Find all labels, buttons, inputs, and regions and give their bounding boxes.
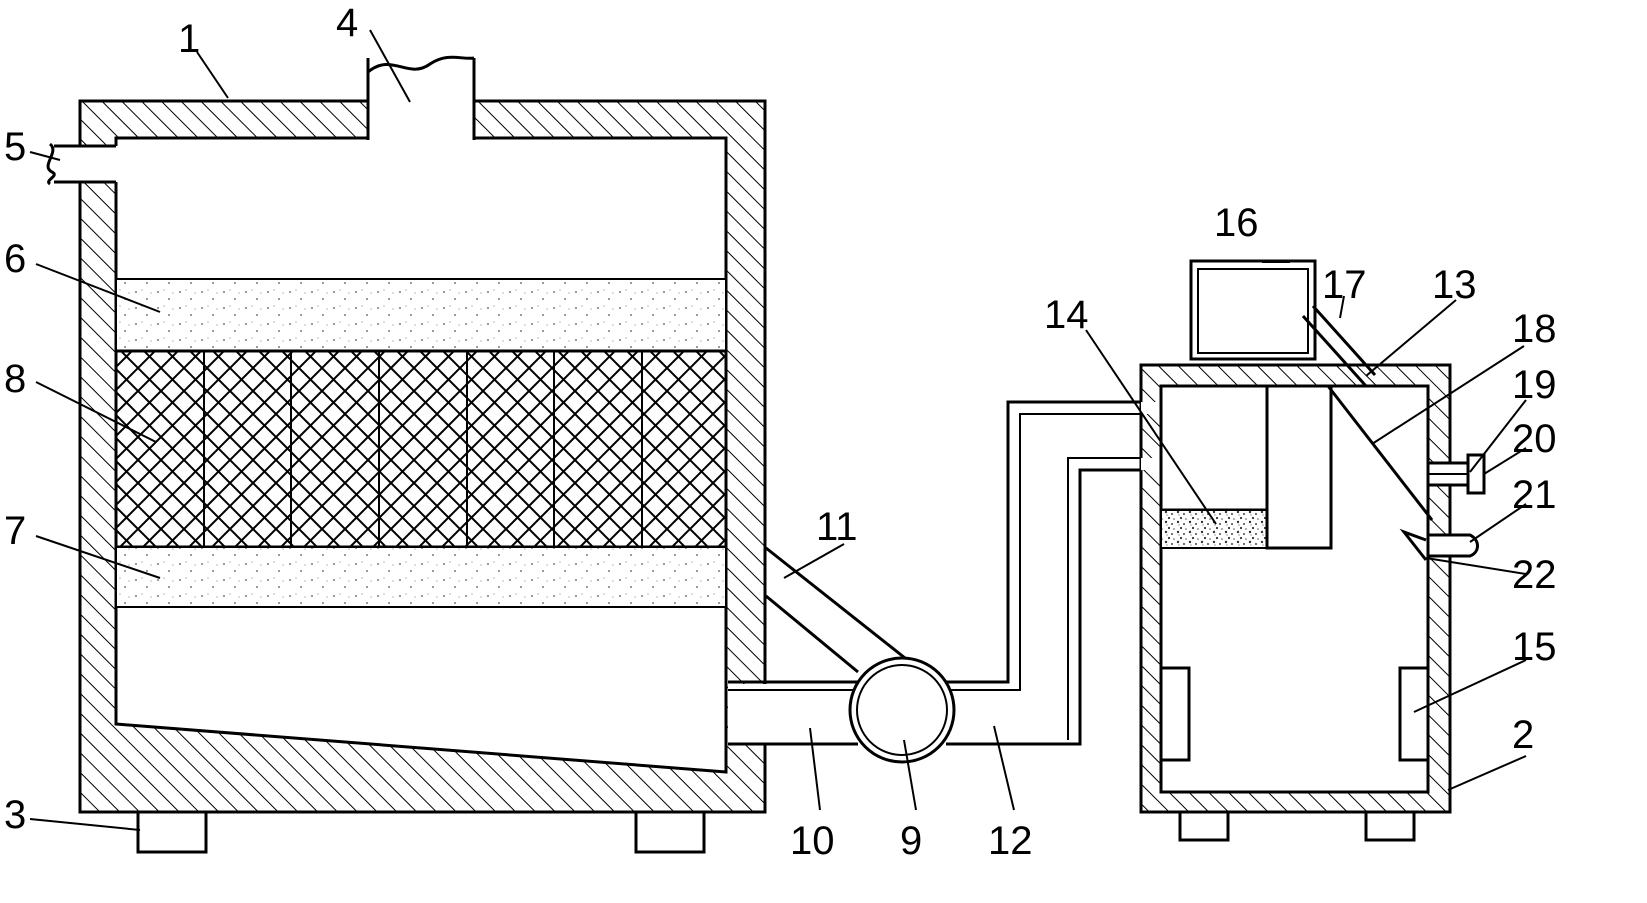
- label-2: 2: [1512, 713, 1534, 757]
- label-12: 12: [988, 819, 1033, 863]
- label-20: 20: [1512, 417, 1557, 461]
- label-15: 15: [1512, 625, 1557, 669]
- unit-13: [1265, 384, 1333, 550]
- label-19: 19: [1512, 363, 1557, 407]
- nozzle-21-22: [1399, 528, 1479, 561]
- label-5: 5: [4, 125, 26, 169]
- outlet-pipe-10: [728, 684, 858, 744]
- delivery-pipe-12: [946, 400, 1161, 746]
- leader-lines: [29, 29, 1527, 831]
- label-6: 6: [4, 237, 26, 281]
- support-leg-2b: [1364, 810, 1416, 842]
- pump-9: [848, 656, 956, 764]
- inlet-pipe-4: [368, 60, 474, 140]
- support-leg-2a: [1178, 810, 1230, 842]
- device-16-outer: [1189, 259, 1317, 361]
- label-9: 9: [900, 819, 922, 863]
- label-4: 4: [336, 1, 358, 45]
- label-1: 1: [178, 17, 200, 61]
- label-17: 17: [1322, 263, 1367, 307]
- filter-layer-6: [115, 278, 727, 352]
- cable-17: [1301, 304, 1377, 388]
- label-21: 21: [1512, 473, 1557, 517]
- device-16-inner: [1197, 268, 1309, 354]
- support-leg-3a: [136, 810, 208, 854]
- label-3: 3: [4, 793, 26, 837]
- filter-box-14: [1159, 384, 1269, 512]
- filter-layer-7: [115, 546, 727, 608]
- filter-module-dividers: [203, 351, 643, 547]
- support-leg-3b: [634, 810, 706, 854]
- label-13: 13: [1432, 263, 1477, 307]
- label-8: 8: [4, 357, 26, 401]
- rod-18: [1326, 385, 1434, 521]
- label-11: 11: [816, 505, 858, 549]
- filter-module-8: [114, 349, 728, 549]
- label-14: 14: [1044, 293, 1089, 337]
- label-10: 10: [790, 819, 835, 863]
- label-18: 18: [1512, 307, 1557, 351]
- side-pipe-5: [46, 142, 118, 186]
- plate-15b: [1398, 666, 1430, 762]
- label-7: 7: [4, 509, 26, 553]
- plate-15a: [1159, 666, 1191, 762]
- filter-media-14: [1160, 509, 1268, 549]
- label-22: 22: [1512, 553, 1557, 597]
- label-16: 16: [1214, 201, 1259, 245]
- fitting-19-20: [1426, 453, 1486, 495]
- bypass-pipe-11: [765, 546, 906, 674]
